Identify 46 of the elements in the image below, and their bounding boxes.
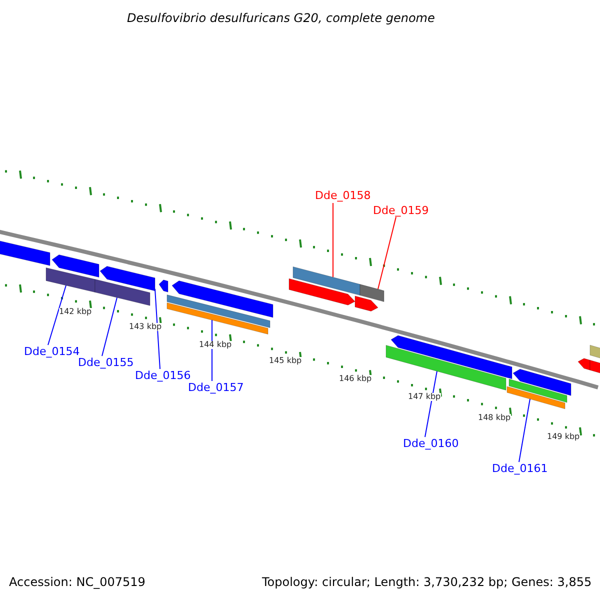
scale-tick-label: 149 kbp: [547, 433, 580, 441]
gene-feature-bar: [354, 296, 378, 312]
gene-label: Dde_0159: [373, 205, 429, 216]
gene-feature-bar: [100, 266, 156, 292]
gene-label: Dde_0154: [24, 346, 80, 357]
leader-line: [378, 216, 396, 290]
gene-feature-bar: [288, 278, 356, 306]
gene-feature-bar: [166, 294, 270, 328]
scale-tick-label: 142 kbp: [59, 308, 92, 316]
gene-feature-bar: [386, 344, 506, 390]
gene-feature-bar: [94, 279, 150, 306]
gene-feature-bar: [0, 240, 50, 266]
scale-tick-label: 145 kbp: [269, 357, 302, 365]
scale-tick-label: 143 kbp: [129, 323, 162, 331]
gene-label: Dde_0158: [315, 190, 371, 201]
leader-line: [154, 288, 160, 370]
diagram-title: Desulfovibrio desulfuricans G20, complete genome: [127, 12, 435, 24]
gene-label: Dde_0160: [403, 438, 459, 449]
gene-feature-bar: [590, 360, 600, 375]
gene-label: Dde_0155: [78, 357, 134, 368]
gene-label: Dde_0161: [492, 463, 548, 474]
gene-feature-bar: [506, 386, 566, 410]
gene-feature-bar: [390, 335, 512, 380]
gene-label: Dde_0156: [135, 370, 191, 381]
footer-note: Accession: NC_007519: [9, 576, 146, 588]
leader-line: [332, 202, 334, 278]
gene-feature-bar: [172, 280, 274, 318]
gene-feature-bar: [360, 284, 384, 302]
gene-feature-bar: [292, 266, 360, 296]
gene-feature-bar: [578, 358, 590, 370]
gene-feature-bar: [508, 378, 568, 403]
gene-feature-bar: [590, 344, 600, 360]
gene-label: Dde_0157: [188, 382, 244, 393]
gene-feature-bar: [52, 254, 100, 278]
leader-line: [48, 284, 66, 346]
leader-line: [518, 398, 530, 462]
leader-line: [424, 370, 438, 438]
scale-tick-label: 144 kbp: [199, 341, 232, 349]
scale-tick-label: 146 kbp: [339, 375, 372, 383]
scale-tick-label: 147 kbp: [408, 393, 441, 401]
gene-feature-bar: [512, 368, 572, 396]
gene-feature-bar: [46, 267, 96, 293]
scale-tick-label: 148 kbp: [478, 414, 511, 422]
gene-feature-bar: [158, 280, 168, 292]
gene-feature-bar: [166, 302, 268, 334]
footer-note: Topology: circular; Length: 3,730,232 bp; Genes: 3,855: [262, 576, 592, 588]
